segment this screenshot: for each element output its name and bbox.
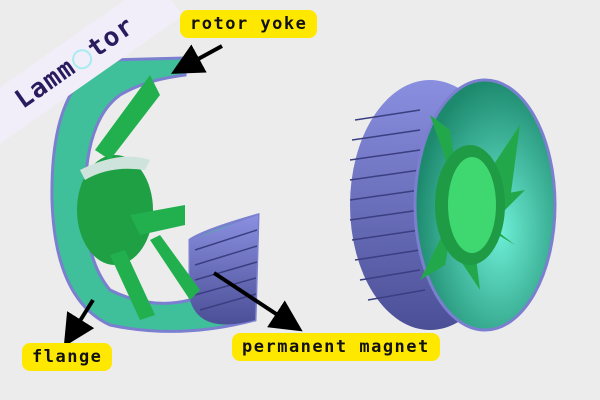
label-permanent-magnet: permanent magnet — [232, 333, 440, 361]
arrow-permanent-magnet — [212, 271, 303, 332]
arrow-flange — [63, 298, 95, 347]
label-flange: flange — [22, 343, 113, 371]
label-rotor-yoke: rotor yoke — [180, 10, 318, 38]
cutaway-rotor — [50, 56, 260, 333]
arrow-rotor-yoke — [170, 44, 223, 74]
complete-rotor — [349, 78, 557, 332]
